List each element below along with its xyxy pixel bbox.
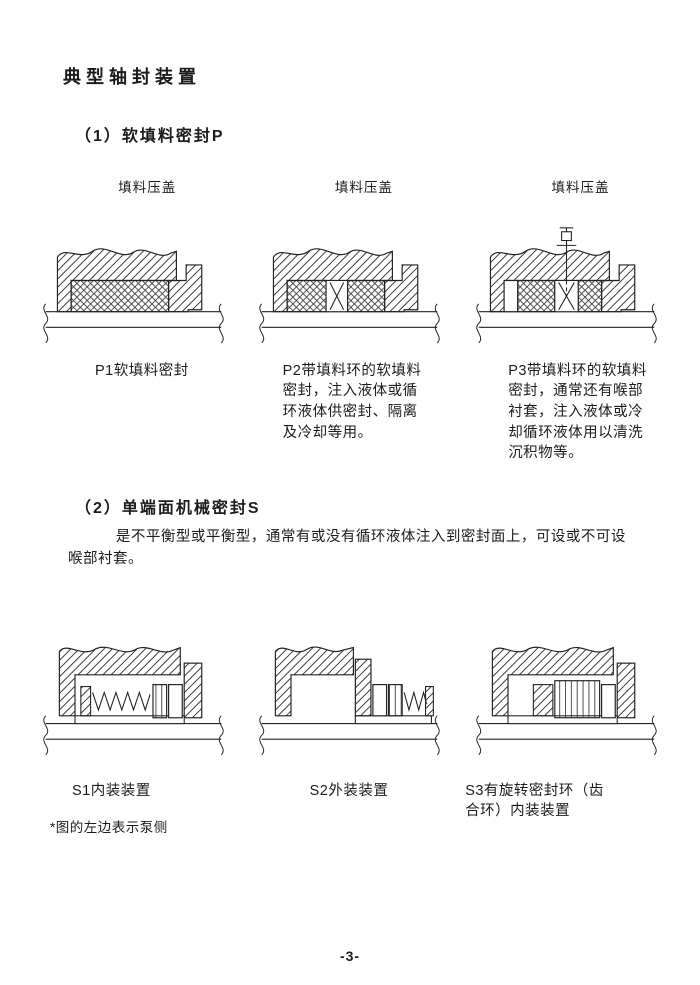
figure-caption: S1内装装置 <box>72 782 151 799</box>
stationary-seat <box>600 684 616 719</box>
spring-collar <box>80 686 91 717</box>
gland-plate <box>355 658 372 717</box>
pump-side-note: *图的左边表示泵侧 <box>50 820 168 835</box>
packing-rings <box>347 279 386 313</box>
seal-chamber-casing <box>491 646 614 717</box>
gland-label: 填料压盖 <box>118 180 177 195</box>
figure-p3: 填料压盖 <box>458 176 675 464</box>
rotating-seal-ring <box>388 684 404 717</box>
seal-chamber-casing <box>58 646 181 717</box>
packing-rings <box>517 279 556 313</box>
mechanical-figure-row: S1内装装置 S2外装装置 <box>25 630 675 822</box>
figure-caption: S2外装装置 <box>309 782 389 799</box>
packing-rings <box>286 279 328 313</box>
gland-plate <box>183 662 203 719</box>
mechanical-seal-intro: 是不平衡型或平衡型，通常有或没有循环液体注入到密封面上，可设或不可设 喉部衬套。 <box>68 529 626 568</box>
stationary-seat <box>167 684 183 719</box>
section-heading-mechanical: （2）单端面机械密封S <box>75 500 261 517</box>
figure-p1: 填料压盖 P1软填料密封 <box>25 176 242 464</box>
figure-caption: P2带填料环的软填料 密封，注入液体或循 环液体供密封、隔离 及冷却等用。 <box>282 362 422 441</box>
s2-external-seal-diagram <box>259 646 441 756</box>
lantern-ring <box>325 279 349 313</box>
figure-s2: S2外装装置 <box>242 630 459 822</box>
figure-caption: P3带填料环的软填料 密封，通常还有喉部 衬套，注入液体或冷 却循环液体用以清洗… <box>508 362 647 462</box>
figure-caption: P1软填料密封 <box>95 362 189 379</box>
s1-internal-seal-diagram <box>43 646 224 756</box>
gland-label: 填料压盖 <box>551 180 610 195</box>
drive-collar <box>532 684 554 717</box>
packing-rings <box>577 279 603 313</box>
figure-caption: S3有旋转密封环（齿 合环）内装装置 <box>465 782 604 820</box>
shaft-sleeve <box>355 715 433 725</box>
figure-s1: S1内装装置 <box>25 630 242 822</box>
flush-fitting <box>556 227 577 297</box>
toothed-rotating-ring <box>554 680 601 719</box>
s3-rotating-ring-seal-diagram <box>476 646 657 756</box>
p1-soft-packing-diagram <box>43 248 224 344</box>
stationary-seat <box>372 684 388 717</box>
spring-collar <box>425 686 435 717</box>
packing-rings <box>70 279 169 313</box>
gland-plate <box>616 662 636 719</box>
seal-chamber-casing <box>275 646 355 717</box>
seal-spring <box>91 690 151 712</box>
page-title: 典型轴封装置 <box>63 67 201 87</box>
gland <box>167 264 203 313</box>
figure-p2: 填料压盖 P2带填料环的软填料 密封，注入液体或循 环液体供密封、隔离 及冷却等… <box>242 176 459 464</box>
gland <box>384 264 419 313</box>
throat-bushing <box>503 279 519 313</box>
shaft-sleeve <box>74 715 185 725</box>
p2-packing-lantern-ring-diagram <box>259 248 441 344</box>
packing-figure-row: 填料压盖 P1软填料密封 填料压盖 <box>25 176 675 464</box>
page-number: -3- <box>339 948 361 964</box>
seal-spring <box>403 690 428 712</box>
figure-s3: S3有旋转密封环（齿 合环）内装装置 <box>458 630 675 822</box>
p3-packing-throat-bushing-diagram <box>476 227 657 344</box>
gland-label: 填料压盖 <box>334 180 393 195</box>
rotating-seal-ring <box>152 684 168 719</box>
section-heading-packing: （1）软填料密封P <box>75 128 225 145</box>
gland <box>600 264 636 313</box>
